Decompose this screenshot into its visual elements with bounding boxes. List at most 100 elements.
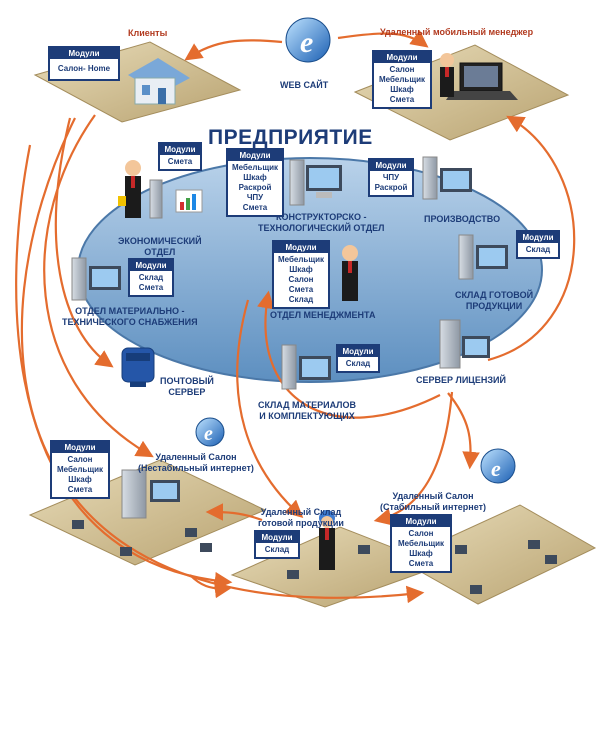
desktop-icon bbox=[72, 520, 84, 529]
management-label: ОТДЕЛ МЕНЕДЖМЕНТА bbox=[270, 310, 376, 320]
module-item: Смета bbox=[242, 203, 268, 212]
salon-stable-label-line: (Стабильный интернет) bbox=[380, 502, 487, 512]
person-icon-remote-wh bbox=[319, 510, 335, 570]
modules-header: Модули bbox=[338, 346, 378, 357]
module-item: Мебельщик bbox=[277, 255, 325, 264]
server-icon-unstable bbox=[121, 469, 180, 519]
modules-box-salon-stable: Модули Салон Мебельщик Шкаф Смета bbox=[390, 514, 452, 573]
modules-box-production: Модули ЧПУ Раскрой bbox=[368, 158, 414, 197]
web-site-label: WEB САЙТ bbox=[280, 80, 329, 90]
materials-wh-label: СКЛАД МАТЕРИАЛОВ И КОМПЛЕКТУЮЩИХ bbox=[258, 400, 356, 422]
module-item: Раскрой bbox=[238, 183, 272, 192]
arrow-clients-to-stable bbox=[20, 117, 425, 604]
module-item: Смета bbox=[67, 485, 93, 494]
globe-icon-mail: e bbox=[195, 417, 225, 447]
salon-unstable-label: Удаленный Салон (Нестабильный интернет) bbox=[138, 452, 254, 474]
econ-label: ЭКОНОМИЧЕСКИЙ ОТДЕЛ bbox=[118, 236, 202, 258]
modules-header: Модули bbox=[256, 532, 298, 543]
svg-text:e: e bbox=[204, 423, 213, 445]
module-item: Шкаф bbox=[68, 475, 92, 484]
license-server-label: СЕРВЕР ЛИЦЕНЗИЙ bbox=[416, 375, 506, 385]
materials-wh-label-line: И КОМПЛЕКТУЮЩИХ bbox=[259, 411, 355, 421]
econ-label-line: ОТДЕЛ bbox=[144, 247, 176, 257]
module-item: Смета bbox=[408, 559, 434, 568]
mailbox-icon bbox=[121, 347, 155, 387]
salon-unstable-label-line: (Нестабильный интернет) bbox=[138, 463, 254, 473]
modules-header: Модули bbox=[392, 516, 450, 527]
module-item: Шкаф bbox=[390, 85, 414, 94]
supply-label-line: ТЕХНИЧЕСКОГО СНАБЖЕНИЯ bbox=[62, 317, 198, 327]
chart-icon bbox=[175, 189, 203, 213]
desktop-icon bbox=[455, 545, 467, 554]
arrow-unstable-to-wh bbox=[189, 574, 233, 599]
mail-server-label: ПОЧТОВЫЙ СЕРВЕР bbox=[160, 376, 214, 398]
workstation-icon-production bbox=[422, 156, 472, 200]
module-item: Смета bbox=[138, 283, 164, 292]
module-item: Склад bbox=[288, 295, 314, 304]
modules-header: Модули bbox=[374, 52, 430, 63]
module-item: Склад bbox=[525, 245, 551, 254]
modules-header: Модули bbox=[130, 260, 172, 271]
arrow-license-to-mobile bbox=[487, 115, 576, 362]
person-icon-mobile bbox=[440, 53, 454, 97]
modules-header: Модули bbox=[50, 48, 118, 59]
arrow-clients-to-mail bbox=[54, 117, 114, 368]
finished-goods-label-line: ПРОДУКЦИИ bbox=[465, 301, 523, 311]
module-item: Салон bbox=[67, 455, 93, 464]
arrow-mgmt-to-remote-wh bbox=[236, 299, 304, 518]
workstation-icon-finished bbox=[458, 234, 508, 280]
arrow-license-to-management bbox=[257, 290, 441, 419]
module-item: ЧПУ bbox=[382, 173, 400, 182]
workstation-icon-design bbox=[289, 159, 342, 206]
modules-box-materials: Модули Склад bbox=[336, 344, 380, 373]
modules-header: Модули bbox=[370, 160, 412, 171]
house-icon bbox=[128, 58, 190, 105]
svg-text:e: e bbox=[491, 456, 501, 481]
desktop-icon bbox=[185, 528, 197, 537]
module-item: Склад bbox=[138, 273, 164, 282]
remote-wh-label-line: Удаленный Склад bbox=[260, 507, 342, 517]
modules-box-mobile: Модули Салон Мебельщик Шкаф Смета bbox=[372, 50, 432, 109]
modules-box-management: Модули Мебельщик Шкаф Салон Смета Склад bbox=[272, 240, 330, 309]
module-item: Склад bbox=[264, 545, 290, 554]
finished-goods-label: СКЛАД ГОТОВОЙ ПРОДУКЦИИ bbox=[455, 290, 533, 312]
workstation-icon-econ bbox=[149, 179, 163, 219]
arrow-web-mobile bbox=[337, 30, 429, 48]
small-desktops bbox=[72, 520, 557, 594]
module-item: Мебельщик bbox=[231, 163, 279, 172]
modules-header: Модули bbox=[228, 150, 282, 161]
design-label-line: ТЕХНОЛОГИЧЕСКИЙ ОТДЕЛ bbox=[258, 223, 385, 233]
desktop-icon bbox=[470, 585, 482, 594]
module-item: Мебельщик bbox=[56, 465, 104, 474]
design-label-line: КОНСТРУКТОРСКО - bbox=[275, 212, 367, 222]
module-item: Салон bbox=[389, 65, 415, 74]
desktop-icon bbox=[120, 547, 132, 556]
salon-stable-platform bbox=[398, 504, 597, 605]
modules-header: Модули bbox=[274, 242, 328, 253]
person-icon-econ bbox=[118, 160, 141, 218]
module-item: Смета bbox=[389, 95, 415, 104]
design-label: КОНСТРУКТОРСКО - ТЕХНОЛОГИЧЕСКИЙ ОТДЕЛ bbox=[258, 212, 384, 234]
laptop-icon bbox=[446, 62, 518, 100]
modules-header: Модули bbox=[518, 232, 558, 243]
module-item: ЧПУ bbox=[246, 193, 264, 202]
desktop-icon bbox=[528, 540, 540, 549]
remote-wh-label: Удаленный Склад готовой продукции bbox=[258, 507, 344, 529]
module-item: Склад bbox=[345, 359, 371, 368]
module-item: Салон bbox=[288, 275, 314, 284]
desktop-icon bbox=[287, 570, 299, 579]
mobile-manager-label: Удаленный мобильный менеджер bbox=[380, 27, 534, 37]
modules-box-remote-wh: Модули Склад bbox=[254, 530, 300, 559]
globe-icon-web: e bbox=[285, 17, 331, 63]
modules-box-clients: Модули Салон- Home bbox=[48, 46, 120, 81]
modules-box-design: Модули Мебельщик Шкаф Раскрой ЧПУ Смета bbox=[226, 148, 284, 217]
salon-unstable-platform bbox=[28, 459, 267, 566]
module-item: Шкаф bbox=[409, 549, 433, 558]
finished-goods-label-line: СКЛАД ГОТОВОЙ bbox=[455, 290, 534, 300]
salon-unstable-label-line: Удаленный Салон bbox=[155, 452, 237, 462]
materials-wh-label-line: СКЛАД МАТЕРИАЛОВ bbox=[258, 400, 356, 410]
mail-server-label-line: ПОЧТОВЫЙ bbox=[160, 376, 214, 386]
remote-wh-label-line: готовой продукции bbox=[258, 518, 344, 528]
